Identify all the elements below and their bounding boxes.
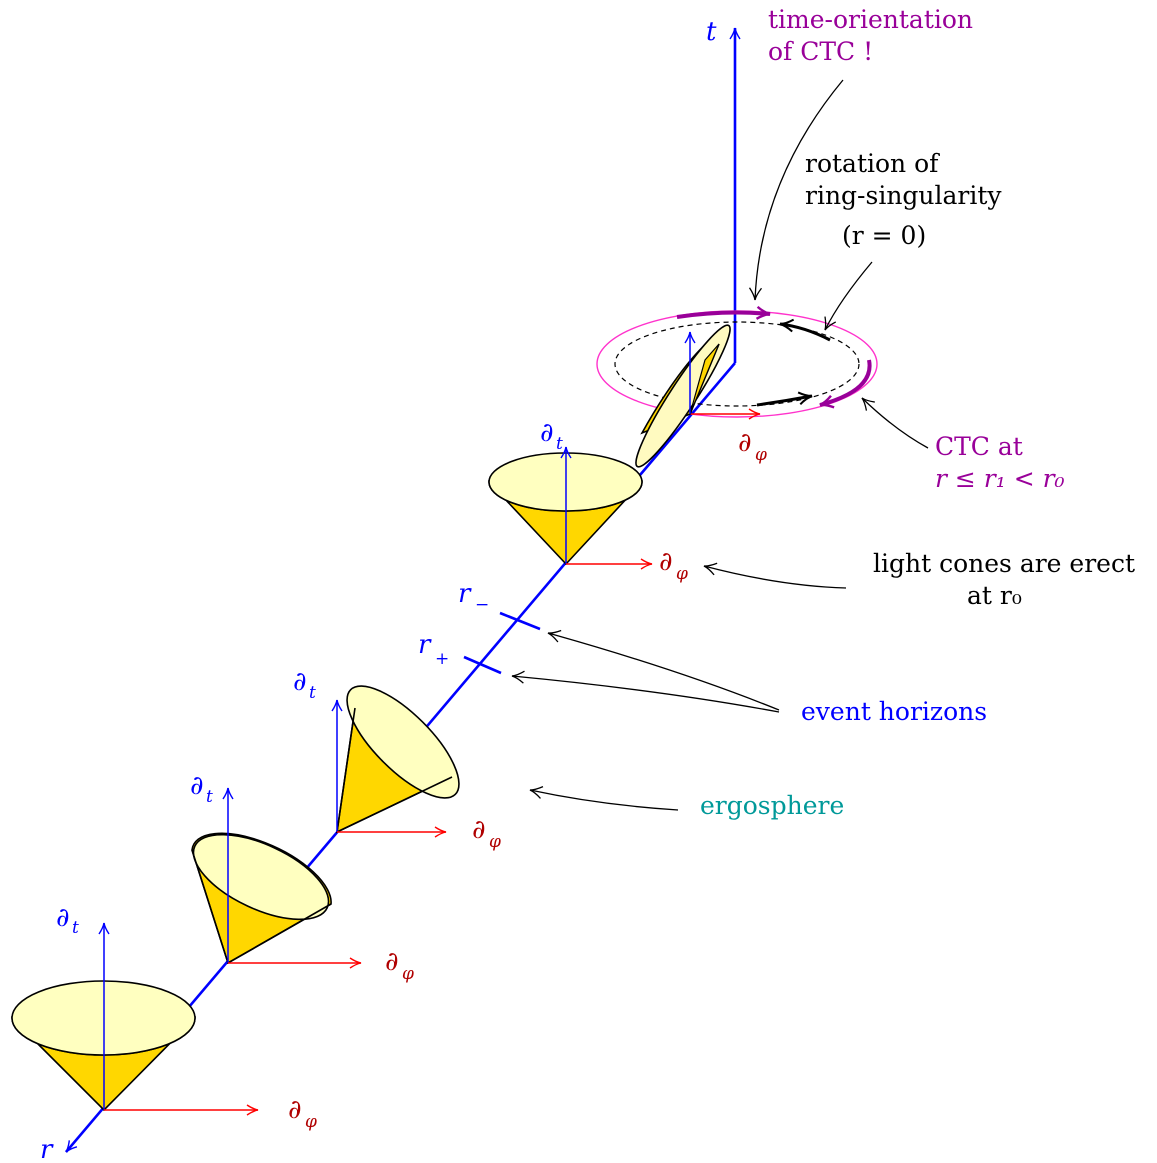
dphi-sub: φ <box>305 1112 317 1132</box>
light-cone-icon <box>11 922 259 1116</box>
dphi-label-2: ∂ φ <box>385 947 414 984</box>
rotation-annotation: rotation of ring-singularity (r = 0) <box>805 149 1002 331</box>
dphi-symbol: ∂ <box>738 428 751 458</box>
dphi-symbol: ∂ <box>659 547 672 577</box>
dphi-sub: φ <box>676 564 688 584</box>
ctc-line2: r ≤ r₁ < r₀ <box>935 464 1065 493</box>
r-minus-sub: − <box>475 595 489 615</box>
dphi-label-3: ∂ φ <box>472 815 501 852</box>
dphi-sub: φ <box>489 832 501 852</box>
light-cone-icon <box>331 685 460 838</box>
dt-sub: t <box>206 787 213 807</box>
dphi-sub: φ <box>755 445 767 465</box>
light-cone-icon <box>191 787 362 969</box>
time-orientation-annotation: time-orientation of CTC ! <box>748 5 973 301</box>
r-axis-label: r <box>40 1135 54 1163</box>
rotation-line1: rotation of <box>805 149 940 178</box>
dt-symbol: ∂ <box>540 418 553 448</box>
event-horizons-text: event horizons <box>801 697 987 726</box>
ergosphere-annotation: ergosphere <box>529 786 844 820</box>
dphi-sub: φ <box>402 964 414 984</box>
dphi-symbol: ∂ <box>385 947 398 977</box>
dt-symbol: ∂ <box>293 667 306 697</box>
ctc-annotation: CTC at r ≤ r₁ < r₀ <box>861 397 1065 493</box>
erect-annotation: light cones are erect at r₀ <box>703 549 1135 610</box>
dphi-label-1: ∂ φ <box>288 1095 317 1132</box>
time-orientation-line1: time-orientation <box>768 5 973 34</box>
rotation-line3: (r = 0) <box>842 221 926 250</box>
r-plus-sub: + <box>435 649 449 669</box>
horizon-tick-r-minus <box>499 611 541 631</box>
erect-line2: at r₀ <box>967 581 1022 610</box>
dt-symbol: ∂ <box>190 771 203 801</box>
dphi-label-4: ∂ φ <box>659 547 688 584</box>
r-plus-label: r + <box>418 630 449 669</box>
dt-label-3: ∂ t <box>293 667 316 703</box>
dphi-symbol: ∂ <box>288 1095 301 1125</box>
dt-symbol: ∂ <box>56 903 69 933</box>
r-minus-symbol: r <box>458 579 472 609</box>
erect-line1: light cones are erect <box>873 549 1135 578</box>
horizon-tick-r-plus <box>463 655 502 675</box>
t-axis-label: t <box>706 17 717 47</box>
light-cone-icon <box>488 446 653 570</box>
dt-label-4: ∂ t <box>540 418 563 454</box>
ctc-line1: CTC at <box>935 432 1023 461</box>
time-orientation-line2: of CTC ! <box>768 37 873 66</box>
dt-sub: t <box>72 918 79 938</box>
rotation-line2: ring-singularity <box>805 181 1002 210</box>
dt-label-2: ∂ t <box>190 771 213 807</box>
dt-sub: t <box>309 683 316 703</box>
r-plus-symbol: r <box>418 630 432 660</box>
dt-label-1: ∂ t <box>56 903 79 938</box>
light-cone-icon <box>635 324 731 468</box>
ctc-ring <box>596 305 878 420</box>
event-horizons-annotation: event horizons <box>511 629 987 726</box>
dt-sub: t <box>556 434 563 454</box>
ergosphere-text: ergosphere <box>700 791 844 820</box>
dphi-symbol: ∂ <box>472 815 485 845</box>
r-minus-label: r − <box>458 579 489 615</box>
dphi-label-5: ∂ φ <box>738 428 767 465</box>
